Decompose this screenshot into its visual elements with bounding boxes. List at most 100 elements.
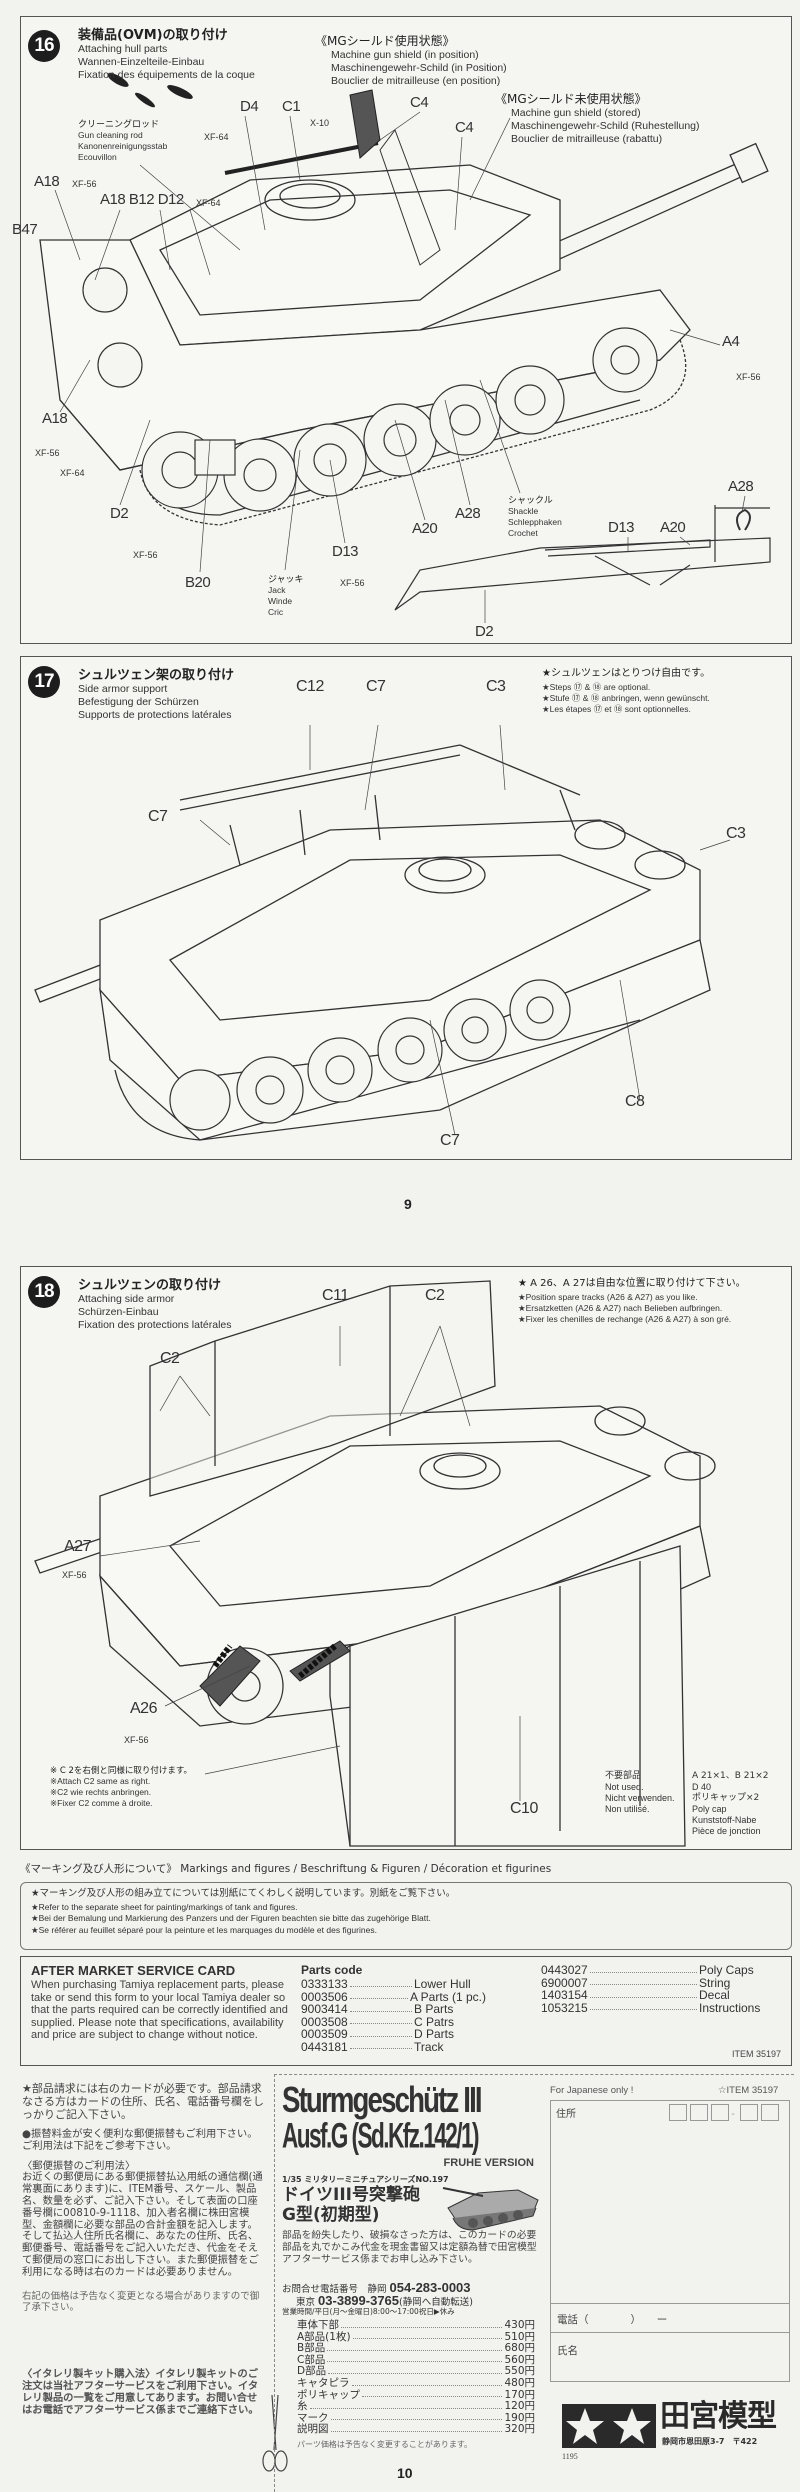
instruction-paragraph: ●振替料金が安く便利な郵便振替もご利用下さい。ご利用法は下記をご参考下さい。: [22, 2128, 258, 2152]
callout-C3: C3: [486, 678, 506, 695]
price-right: 320円: [504, 2423, 535, 2436]
note-jp: シャックル: [508, 496, 553, 506]
callout-A26: A26: [130, 1700, 157, 1717]
note-fr: Bouclier de mitrailleuse (en position): [331, 75, 501, 87]
note-en: Machine gun shield (stored): [511, 107, 641, 119]
callout-C4-stored: C4: [455, 119, 474, 136]
note-en: Gun cleaning rod: [78, 130, 143, 140]
part-left: 0003508: [301, 2014, 348, 2029]
business-hours: 営業時間/平日(月〜金曜日)8:00〜17:00祝日▶休み: [282, 2307, 455, 2316]
postal-code-field[interactable]: -: [666, 2104, 779, 2122]
callout-A18-bottom: A18: [42, 410, 68, 427]
note-fr: Bouclier de mitrailleuse (rabattu): [511, 133, 663, 145]
price-left: 説明図: [297, 2423, 329, 2436]
paint-XF-56: XF-56: [62, 1570, 87, 1580]
paint-XF-56: XF-56: [72, 179, 97, 189]
step-18-illustration: [34, 1280, 716, 1847]
paint-XF-56: XF-56: [133, 550, 158, 560]
list-row: 説明図 320円: [297, 2424, 535, 2436]
product-name-jp-2: G型(初期型): [282, 2205, 380, 2225]
title-jp: シュルツェン架の取り付け: [78, 668, 235, 683]
tamiya-logo: 田宮模型 静岡市恩田原3-7 〒422: [562, 2400, 792, 2448]
note-de: Maschinengewehr-Schild (Ruhestellung): [511, 120, 700, 132]
tank-thumbnail: [442, 2187, 539, 2231]
note-jp: 《MGシールド未使用状態》: [495, 92, 647, 106]
address-label: 住所: [556, 2109, 576, 2120]
title-jp: 装備品(OVM)の取り付け: [78, 28, 228, 43]
callout-D4: D4: [240, 98, 259, 115]
paint-XF-56: XF-56: [35, 448, 60, 458]
paint-XF-56: XF-56: [124, 1735, 149, 1745]
dot-leader: [362, 2390, 503, 2398]
dot-leader: [589, 1977, 697, 1985]
step-17-illustration: [34, 724, 731, 1141]
item-number: ITEM 35197: [731, 2049, 781, 2059]
dot-leader: [349, 1978, 412, 1987]
price-right: 560円: [504, 2353, 535, 2366]
card-text: When purchasing Tamiya replacement parts…: [31, 1979, 288, 2041]
step-17-number: 17: [28, 666, 60, 698]
part-right: C Patrs: [414, 2014, 455, 2029]
title-fr: Supports de protections latérales: [78, 709, 232, 721]
price-right: 170円: [504, 2388, 535, 2401]
price-right: 430円: [504, 2319, 535, 2331]
dot-leader: [352, 2332, 503, 2340]
order-form: 住所 - 電話（ ） ー 氏名: [550, 2100, 790, 2382]
part-right: A Parts (1 pc.): [409, 1989, 486, 2004]
dot-leader: [349, 1991, 408, 1999]
markings-box: ★マーキング及び人形の組み立てについては別紙にてくわしく説明しています。別紙をご…: [20, 1882, 792, 1950]
part-left: 0003506: [301, 1989, 348, 2004]
note-en: Machine gun shield (in position): [331, 49, 479, 61]
callout-D2: D2: [110, 505, 129, 522]
for-japanese-only: For Japanese only !: [550, 2085, 634, 2096]
list-row: A部品(1枚)510円: [297, 2330, 535, 2344]
part-left: 0443027: [541, 1963, 588, 1977]
callout-C7: C7: [366, 678, 386, 695]
markings-line: ★マーキング及び人形の組み立てについては別紙にてくわしく説明しています。別紙をご…: [31, 1888, 456, 1899]
name-label: 氏名: [557, 2345, 578, 2357]
cut-line-vertical: [274, 2074, 275, 2492]
dot-leader: [351, 2378, 503, 2386]
callout-A4: A4: [722, 333, 740, 350]
price-right: 510円: [504, 2330, 535, 2343]
parts-line: Poly cap: [692, 1804, 727, 1814]
title-jp: シュルツェンの取り付け: [78, 1278, 222, 1293]
markings-line: ★Bei der Bemalung und Markierung des Pan…: [31, 1913, 431, 1923]
address-field[interactable]: [551, 2125, 789, 2301]
card-title: AFTER MARKET SERVICE CARD: [31, 1963, 236, 1978]
callout-A18-top: A18: [34, 173, 60, 190]
phone-note: (静岡へ自動転送): [399, 2297, 473, 2308]
phone-field[interactable]: 電話（ ） ー: [551, 2303, 789, 2333]
paint-XF-64: XF-64: [204, 132, 229, 142]
callout-C2-left: C2: [160, 1350, 180, 1367]
price-left: 糸: [297, 2400, 308, 2413]
callout-D13-inset: D13: [608, 519, 635, 536]
callout-C8: C8: [625, 1093, 645, 1110]
contact-info: お問合せ電話番号 静岡 054-283-0003 東京 03-3899-3765…: [282, 2281, 544, 2317]
price-left: 車体下部: [297, 2319, 339, 2331]
callout-A28-inset: A28: [728, 478, 754, 495]
part-left: 0333133: [301, 1977, 348, 1991]
callout-A18-B12-D12: A18 B12 D12: [100, 191, 184, 208]
price-right: 190円: [504, 2411, 535, 2424]
part-right: D Parts: [414, 2027, 455, 2041]
step-18-number: 18: [28, 1276, 60, 1308]
note-en: ★Position spare tracks (A26 & A27) as yo…: [518, 1292, 698, 1302]
name-field[interactable]: 氏名: [551, 2335, 789, 2381]
step-17-title: シュルツェン架の取り付け Side armor support Befestig…: [78, 664, 234, 722]
parts-line: Pièce de jonction: [692, 1826, 761, 1836]
price-left: マーク: [297, 2411, 329, 2424]
title-de: Befestigung der Schürzen: [78, 696, 199, 708]
title-en: Attaching hull parts: [78, 43, 168, 55]
mg-shield-stored-note: 《MGシールド未使用状態》 Machine gun shield (stored…: [495, 90, 700, 146]
phone-label: お問合せ電話番号 静岡: [282, 2284, 387, 2295]
note-de: ★Stufe ⑰ & ⑱ anbringen, wenn gewünscht.: [542, 693, 710, 703]
title-fr: Fixation des protections latérales: [78, 1319, 232, 1331]
